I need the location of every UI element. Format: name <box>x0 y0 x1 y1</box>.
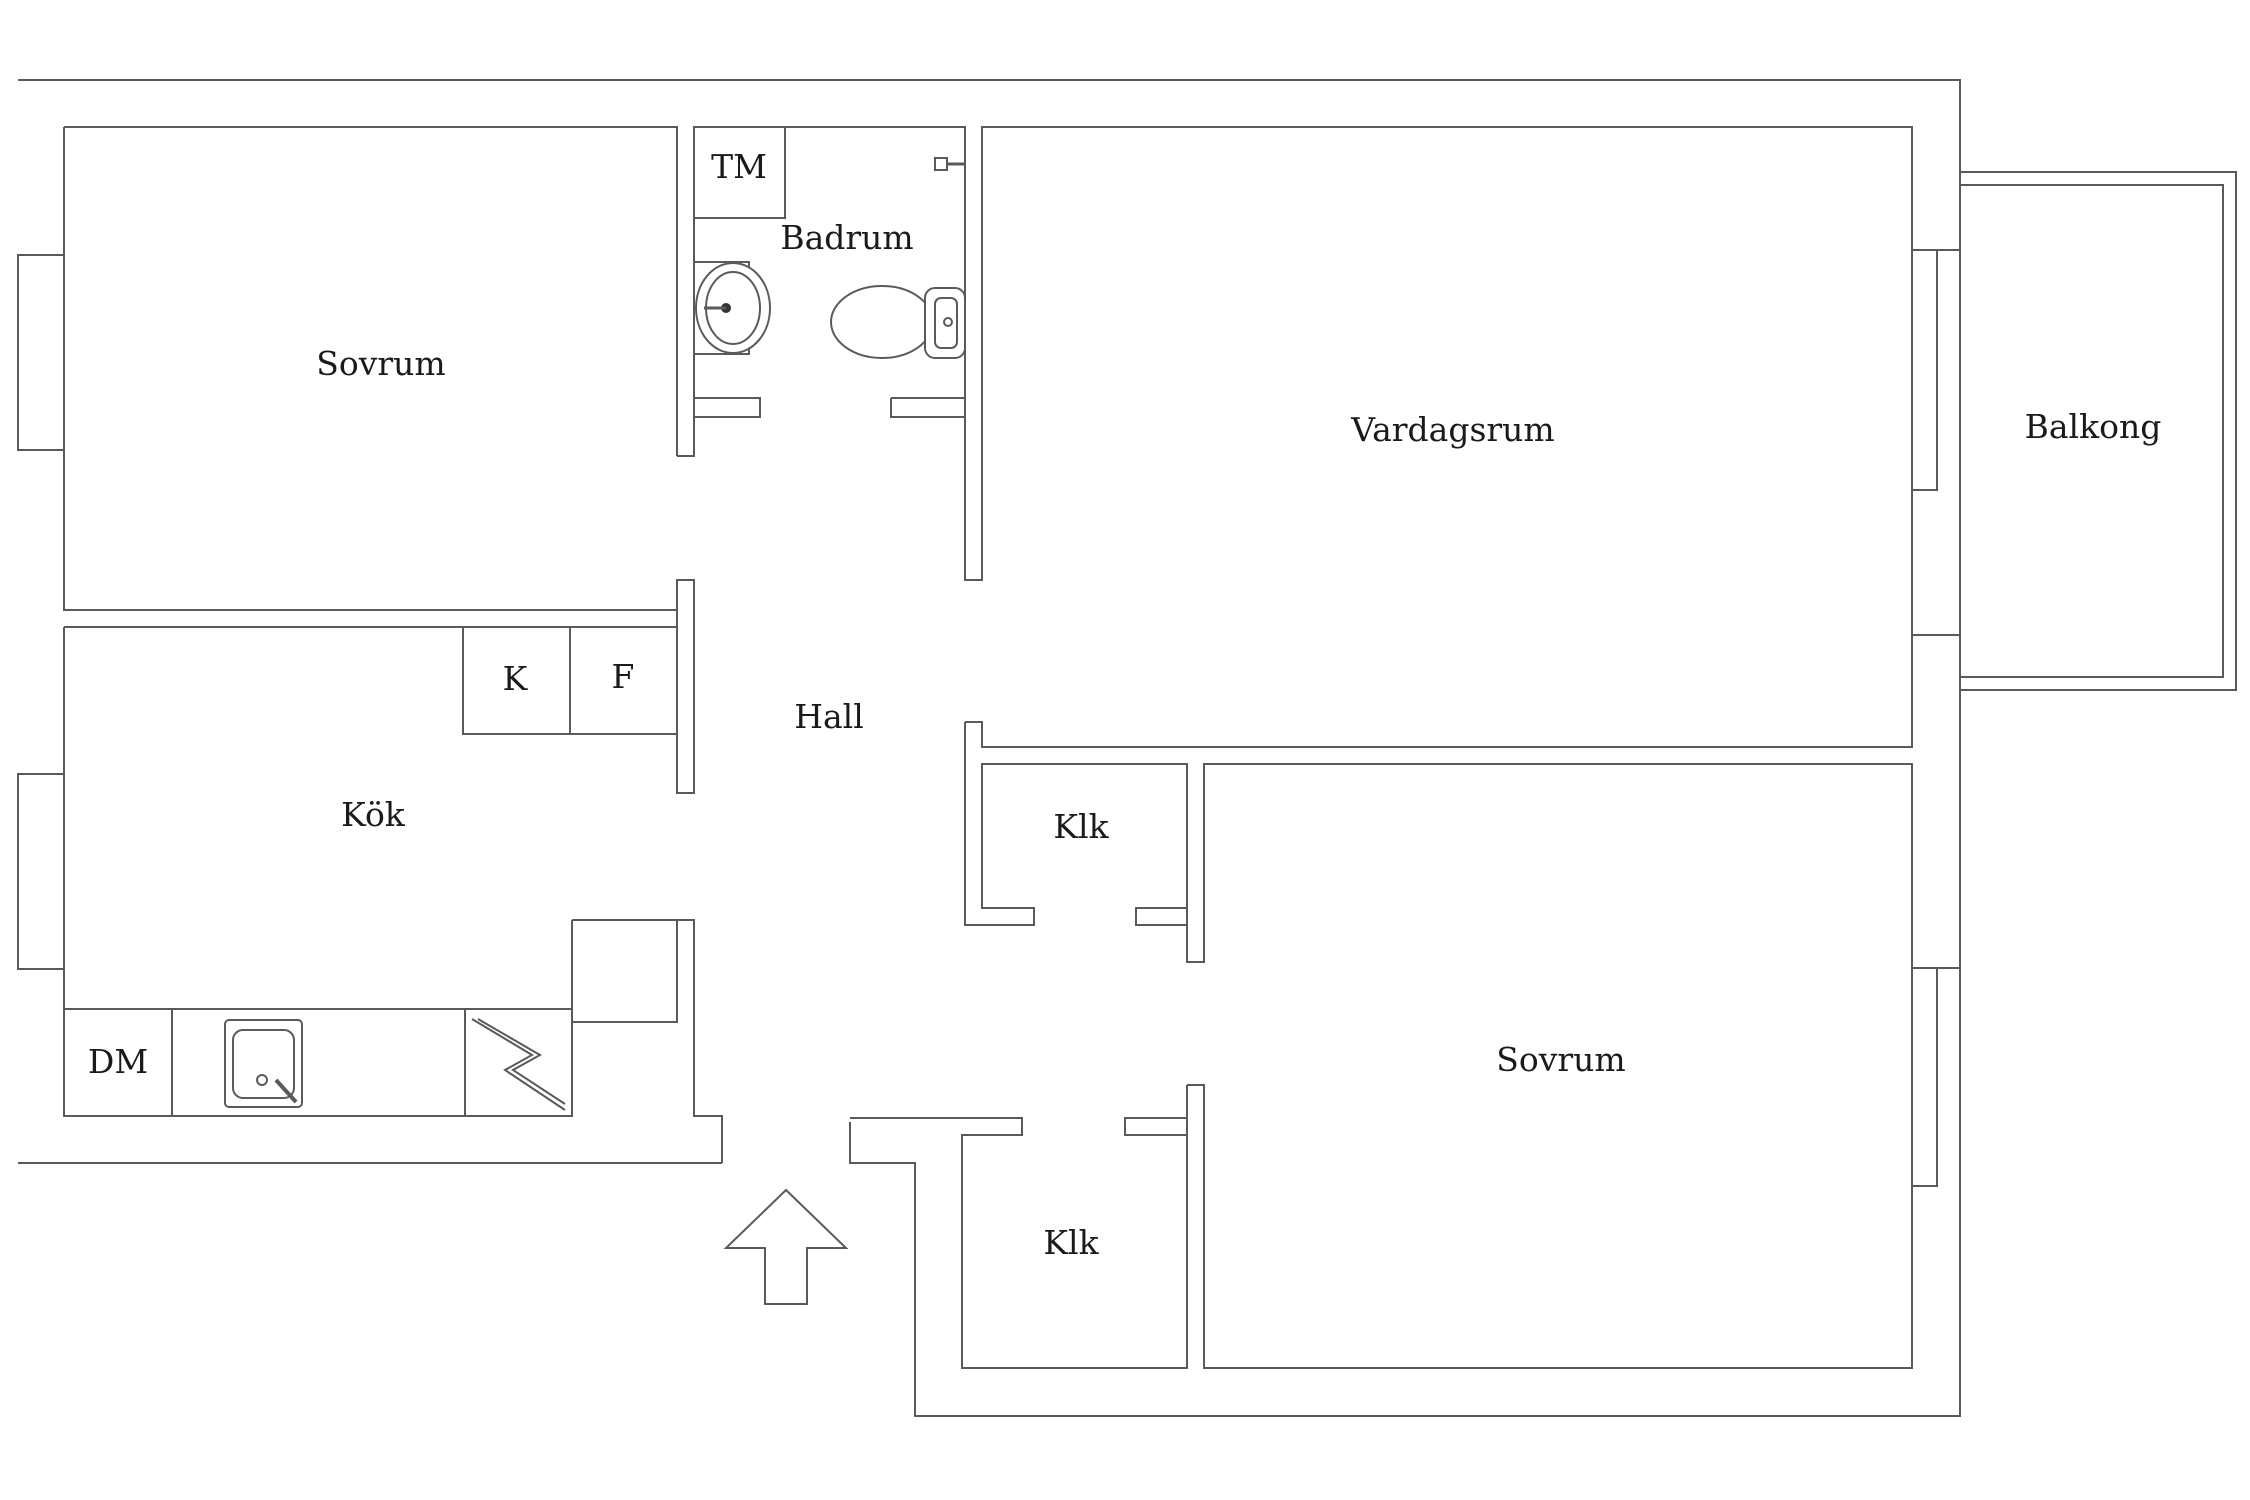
label-f: F <box>612 657 635 696</box>
tap-icon <box>934 157 965 171</box>
room-vardagsrum <box>965 126 1960 748</box>
room-balkong <box>1959 171 2237 691</box>
label-vardagsrum: Vardagsrum <box>1350 410 1554 449</box>
label-sovrum-top: Sovrum <box>316 344 445 383</box>
label-k: K <box>503 659 529 698</box>
label-balkong: Balkong <box>2025 407 2162 446</box>
label-hall: Hall <box>794 697 864 736</box>
room-sovrum-bottom <box>1187 967 1960 1369</box>
kitchen-sink-icon <box>224 1019 303 1108</box>
room-klk-upper <box>964 722 1913 968</box>
label-badrum: Badrum <box>780 218 913 257</box>
label-klk-lower: Klk <box>1043 1223 1099 1262</box>
washbasin-icon <box>693 261 771 355</box>
label-dm: DM <box>88 1042 148 1081</box>
room-kok <box>63 579 723 1163</box>
toilet-icon <box>830 285 966 359</box>
label-sovrum-bottom: Sovrum <box>1496 1040 1625 1079</box>
room-klk-lower <box>850 1085 1188 1369</box>
room-sovrum-top <box>63 126 695 611</box>
entrance-arrow-icon <box>723 1188 849 1305</box>
stove-icon <box>464 1008 573 1117</box>
label-kok: Kök <box>341 795 406 834</box>
label-klk-upper: Klk <box>1053 807 1109 846</box>
label-tm: TM <box>711 147 767 186</box>
